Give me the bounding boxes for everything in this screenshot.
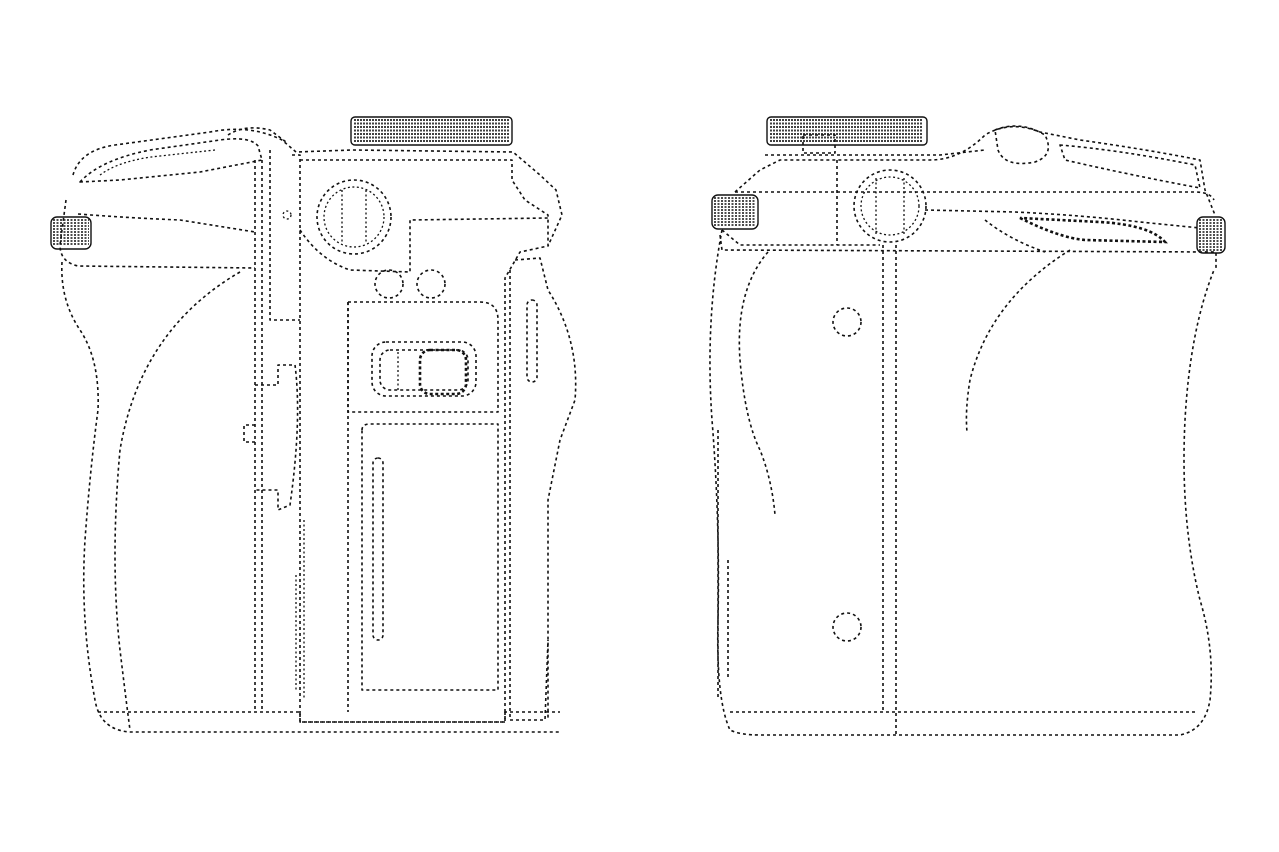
left-side-view <box>50 116 577 733</box>
left-button-2 <box>416 269 446 299</box>
right-screw-top <box>832 307 862 337</box>
right-body-outline <box>709 229 1215 736</box>
left-upper-band <box>59 199 256 269</box>
left-rocker-switch <box>371 341 477 397</box>
left-rear-panel <box>347 301 499 413</box>
right-top-dial <box>766 116 928 154</box>
right-screw-bottom <box>832 612 862 642</box>
left-top-dial <box>350 116 513 146</box>
left-eyepiece <box>316 179 392 255</box>
left-side-connector <box>255 364 299 511</box>
left-button-1 <box>374 269 404 299</box>
left-battery-door <box>361 423 499 691</box>
right-bevel-recess <box>1019 216 1168 244</box>
left-strap-lug <box>50 216 92 250</box>
left-viewfinder-housing <box>299 217 549 273</box>
right-grip-curve <box>738 251 776 516</box>
right-top-buttons <box>1059 144 1201 189</box>
left-side-slot <box>526 299 538 383</box>
left-bottom-plate <box>98 711 560 723</box>
right-strap-lug-right <box>1196 216 1226 254</box>
right-upper-band <box>721 229 880 246</box>
right-eyepiece <box>853 169 927 243</box>
left-top-buttons <box>79 138 263 183</box>
right-panel-divider <box>836 160 897 735</box>
right-side-view <box>709 116 1226 736</box>
left-top-plate <box>72 128 563 247</box>
left-door-slot <box>372 457 384 641</box>
right-strap-lug-left <box>711 194 759 230</box>
left-grip <box>61 261 560 733</box>
